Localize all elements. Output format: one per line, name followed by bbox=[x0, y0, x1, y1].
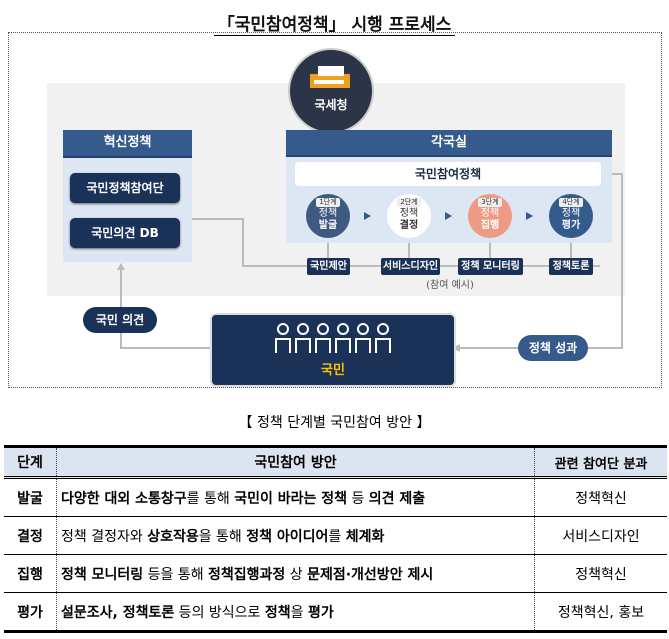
example-label: 국민제안 bbox=[307, 258, 350, 275]
arrow-right-icon bbox=[445, 212, 452, 220]
result-pill: 정책 성과 bbox=[518, 335, 588, 361]
plan-segment: 등 bbox=[347, 490, 369, 507]
stage-line1: 정책 bbox=[318, 208, 338, 219]
examples-caption: (참여 예시) bbox=[426, 280, 474, 291]
plan-segment: 국민이 바라는 정책 bbox=[234, 490, 348, 507]
group-cell: 정책혁신 bbox=[534, 477, 667, 517]
stage-tag: 2단계 bbox=[397, 198, 421, 207]
plan-segment: 등을 통해 bbox=[143, 566, 209, 583]
stage-tag: 3단계 bbox=[478, 198, 502, 207]
stage-cell: 집행 bbox=[4, 554, 57, 593]
example-label: 서비스디자인 bbox=[381, 258, 440, 275]
plan-segment: 문제점·개선방안 제시 bbox=[307, 566, 434, 583]
table-caption: 【 정책 단계별 국민참여 방안 】 bbox=[238, 415, 431, 431]
stage-line1: 정책 bbox=[399, 208, 419, 219]
col-plan: 국민참여 방안 bbox=[56, 445, 535, 479]
group-cell: 정책혁신, 홍보 bbox=[534, 592, 667, 633]
diagram-frame bbox=[8, 32, 662, 388]
plan-segment: 정책 결정자와 bbox=[61, 528, 148, 545]
plan-segment: 을 bbox=[290, 604, 308, 621]
plan-cell: 정책 모니터링 등을 통해 정책집행과정 상 문제점·개선방안 제시 bbox=[56, 554, 535, 593]
stage-line2: 발굴 bbox=[318, 220, 338, 231]
building-icon bbox=[310, 66, 350, 88]
stage-line1: 정책 bbox=[561, 208, 581, 219]
plan-segment: 을 통해 bbox=[198, 528, 247, 545]
stage-cell: 발굴 bbox=[4, 477, 57, 517]
stage-line1: 정책 bbox=[480, 208, 500, 219]
plan-segment: 의견 제출 bbox=[368, 490, 426, 507]
citizens-box: 국민 bbox=[210, 313, 456, 387]
example-label: 정책토론 bbox=[549, 258, 593, 275]
agency-circle: 국세청 bbox=[288, 48, 374, 134]
innovation-header: 혁신정책 bbox=[63, 130, 192, 158]
plan-segment: 정책 아이디어 bbox=[246, 528, 329, 545]
plan-cell: 정책 결정자와 상호작용을 통해 정책 아이디어를 체계화 bbox=[56, 516, 535, 555]
page-title: 「국민참여정책」 시행 프로세스 bbox=[0, 10, 669, 36]
plan-cell: 설문조사, 정책토론 등의 방식으로 정책을 평가 bbox=[56, 592, 535, 633]
col-stage: 단계 bbox=[4, 445, 57, 479]
stage-tag: 4단계 bbox=[559, 198, 583, 207]
plan-segment: 정책집행과정 bbox=[208, 566, 286, 583]
frame-border bbox=[8, 32, 660, 33]
example-label: 정책 모니터링 bbox=[458, 258, 523, 275]
plan-segment: 를 통해 bbox=[186, 490, 235, 507]
stage-line2: 평가 bbox=[561, 220, 581, 231]
arrow-right-icon bbox=[526, 212, 533, 220]
opinion-pill: 국민 의견 bbox=[83, 307, 157, 333]
plan-segment: 상호작용 bbox=[147, 528, 199, 545]
plan-segment: 상 bbox=[285, 566, 308, 583]
plan-segment: 설문조사, 정책토론 bbox=[61, 604, 175, 621]
policy-bar: 국민참여정책 bbox=[295, 162, 601, 186]
plan-segment: 평가 bbox=[307, 604, 334, 621]
arrow-right-icon bbox=[364, 212, 371, 220]
stage-tag: 1단계 bbox=[316, 198, 340, 207]
plan-segment: 정책 bbox=[264, 604, 291, 621]
stage-line2: 결정 bbox=[399, 220, 419, 231]
plan-cell: 다양한 대외 소통창구를 통해 국민이 바라는 정책 등 의견 제출 bbox=[56, 477, 535, 517]
plan-segment: 정책 모니터링 bbox=[61, 566, 144, 583]
plan-segment: 체계화 bbox=[345, 528, 385, 545]
plan-segment: 등의 방식으로 bbox=[174, 604, 265, 621]
group-cell: 서비스디자인 bbox=[534, 516, 667, 555]
group-cell: 정책혁신 bbox=[534, 554, 667, 593]
stage-cell: 결정 bbox=[4, 516, 57, 555]
opinion-db-item: 국민의견 DB bbox=[70, 218, 180, 248]
col-group: 관련 참여단 분과 bbox=[534, 445, 667, 479]
people-icon bbox=[275, 323, 391, 353]
stage-cell: 평가 bbox=[4, 592, 57, 633]
plan-segment: 다양한 대외 소통창구 bbox=[61, 490, 187, 507]
citizen-panel-item: 국민정책참여단 bbox=[70, 173, 180, 203]
bureaus-header: 각국실 bbox=[286, 130, 612, 157]
plan-segment: 를 bbox=[328, 528, 346, 545]
stage-line2: 집행 bbox=[480, 220, 500, 231]
